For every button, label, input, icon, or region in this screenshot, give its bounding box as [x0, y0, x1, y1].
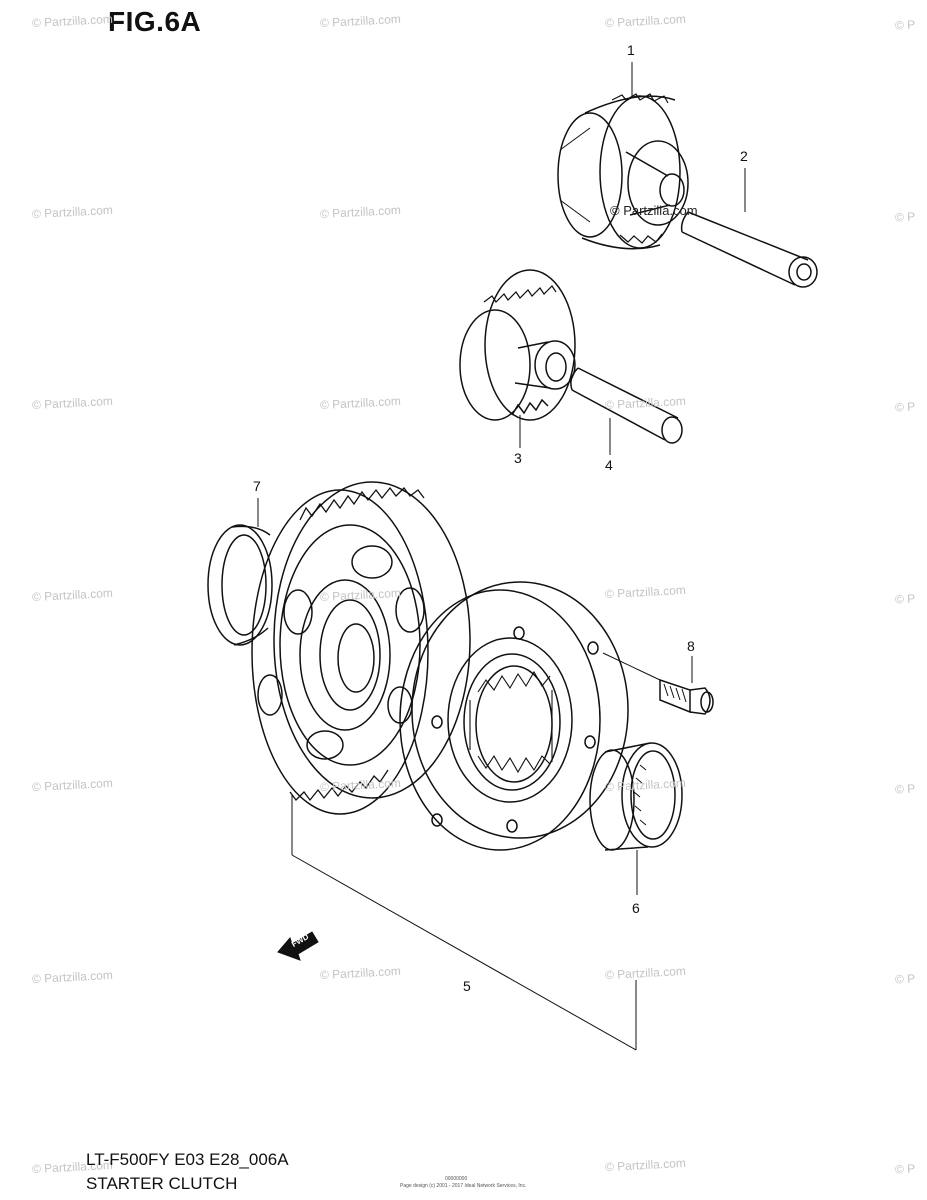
part-1-idle-gear [557, 93, 689, 250]
part-7-washer [207, 524, 273, 646]
part-3-gear [459, 269, 576, 421]
part-6-bearing [589, 742, 683, 851]
model-code: LT-F500FY E03 E28_006A [86, 1150, 289, 1169]
watermark: © P [894, 781, 916, 797]
callout-2: 2 [740, 148, 748, 164]
part-5-starter-clutch-gear [251, 481, 629, 851]
watermark: © P [894, 399, 916, 415]
callout-7: 7 [253, 478, 261, 494]
section-name: STARTER CLUTCH [86, 1174, 238, 1193]
watermark: © P [894, 591, 916, 607]
callout-4: 4 [605, 457, 613, 473]
watermark: © P [894, 1161, 916, 1177]
callout-6: 6 [632, 900, 640, 916]
callout-1: 1 [627, 42, 635, 58]
figure-title: FIG.6A [108, 6, 202, 37]
callout-3: 3 [514, 450, 522, 466]
watermark: © P [894, 971, 916, 987]
watermark: © Partzilla.com [610, 203, 698, 218]
part-2-shaft [680, 211, 818, 288]
callout-8: 8 [687, 638, 695, 654]
part-4-shaft [570, 367, 683, 444]
watermark: © P [894, 17, 916, 33]
watermark: © P [894, 209, 916, 225]
part-8-bolt [659, 678, 714, 715]
leader-lines [257, 62, 746, 1051]
fwd-arrow-icon [277, 931, 319, 961]
callout-5: 5 [463, 978, 471, 994]
fine-print-code: 00000000 [445, 1176, 468, 1182]
fine-print-copyright: Page design (c) 2001 - 2017 Ideal Networ… [400, 1183, 527, 1189]
